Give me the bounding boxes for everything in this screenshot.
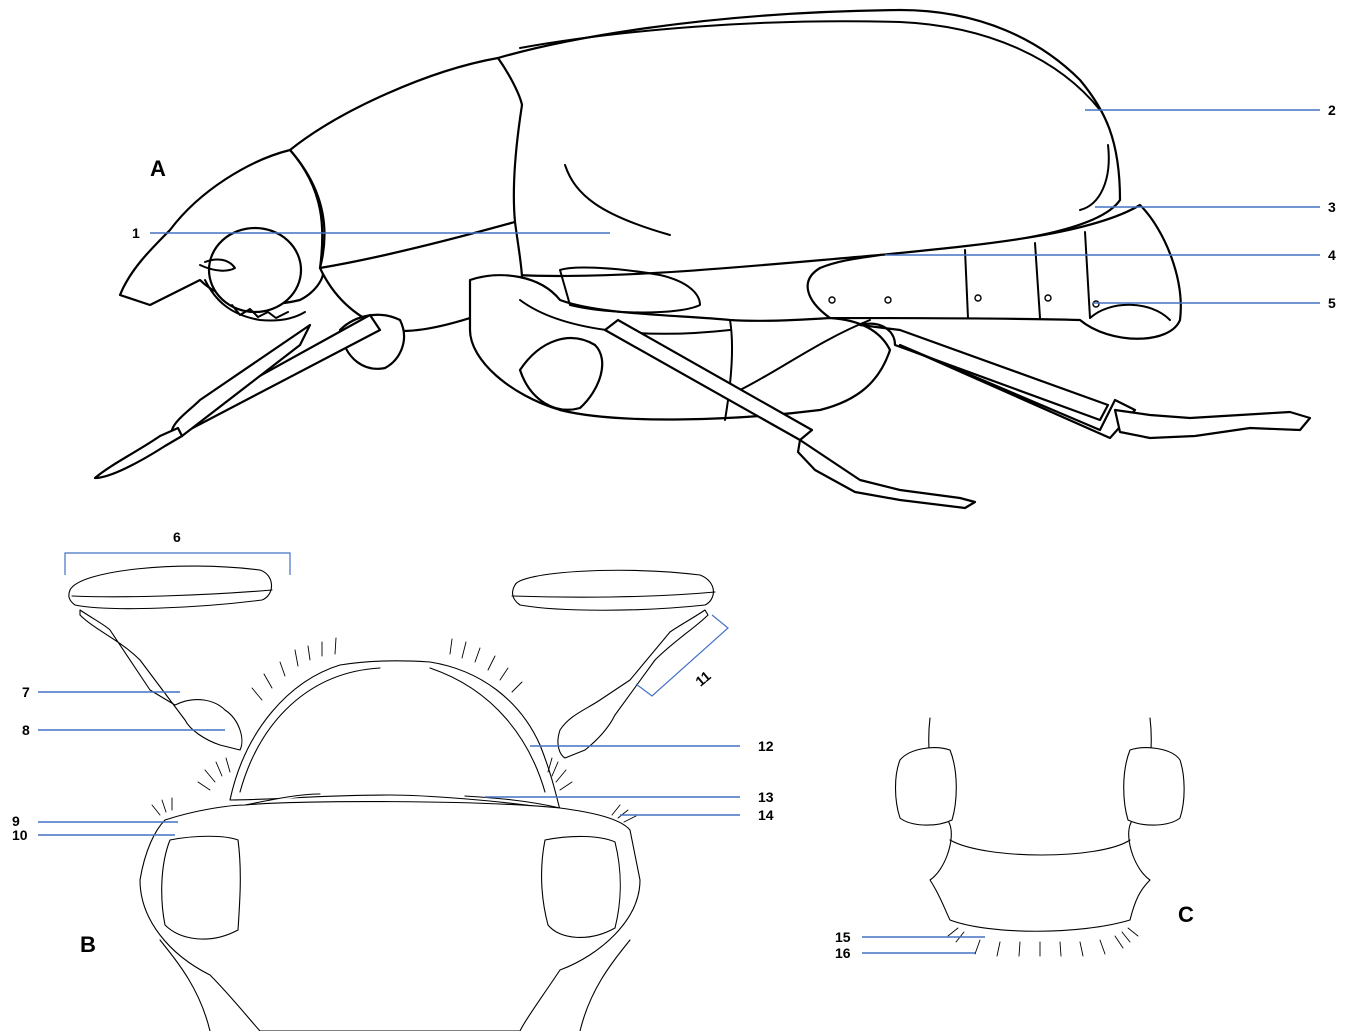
antenna-right [558, 610, 708, 758]
antennal-club-left [69, 566, 272, 609]
clypeus-lobe-right [1124, 748, 1184, 825]
clypeus-outline [929, 718, 1152, 931]
panel-label-c: C [1178, 902, 1194, 927]
setae-clypeus-margin [948, 928, 1138, 956]
spiracle [975, 295, 981, 301]
eye-left [162, 836, 241, 939]
spiracle [1045, 295, 1051, 301]
hind-tibia [900, 345, 1135, 438]
label-6: 6 [173, 529, 181, 545]
mid-tarsus [798, 440, 975, 508]
panel-label-b: B [80, 932, 96, 957]
label-11: 11 [692, 667, 714, 689]
clypeus-lobe-left [896, 748, 957, 825]
beetle-lateral-drawing [95, 10, 1310, 508]
hind-femur [860, 324, 1108, 420]
spiracle [885, 297, 891, 303]
label-4: 4 [1328, 247, 1336, 263]
panel-label-a: A [150, 156, 166, 181]
label-5: 5 [1328, 295, 1336, 311]
label-12: 12 [758, 738, 774, 754]
clypeus-ventral-drawing [896, 718, 1185, 956]
antenna-left [80, 610, 242, 750]
label-7: 7 [22, 684, 30, 700]
spiracle [829, 297, 835, 303]
antennal-club-right [513, 570, 714, 610]
label-16: 16 [835, 945, 851, 961]
hind-tarsus [1115, 410, 1310, 438]
label-10: 10 [12, 827, 28, 843]
elytron [498, 10, 1120, 276]
label-14: 14 [758, 807, 774, 823]
label-8: 8 [22, 722, 30, 738]
label-1: 1 [132, 225, 140, 241]
label-3: 3 [1328, 199, 1336, 215]
label-13: 13 [758, 789, 774, 805]
label-15: 15 [835, 929, 851, 945]
label-2: 2 [1328, 102, 1336, 118]
eye-right [542, 836, 621, 937]
fore-tibia [172, 325, 310, 436]
head-dorsal-drawing [69, 566, 715, 1031]
fore-tarsus [95, 428, 182, 478]
spiracle [1093, 301, 1099, 307]
